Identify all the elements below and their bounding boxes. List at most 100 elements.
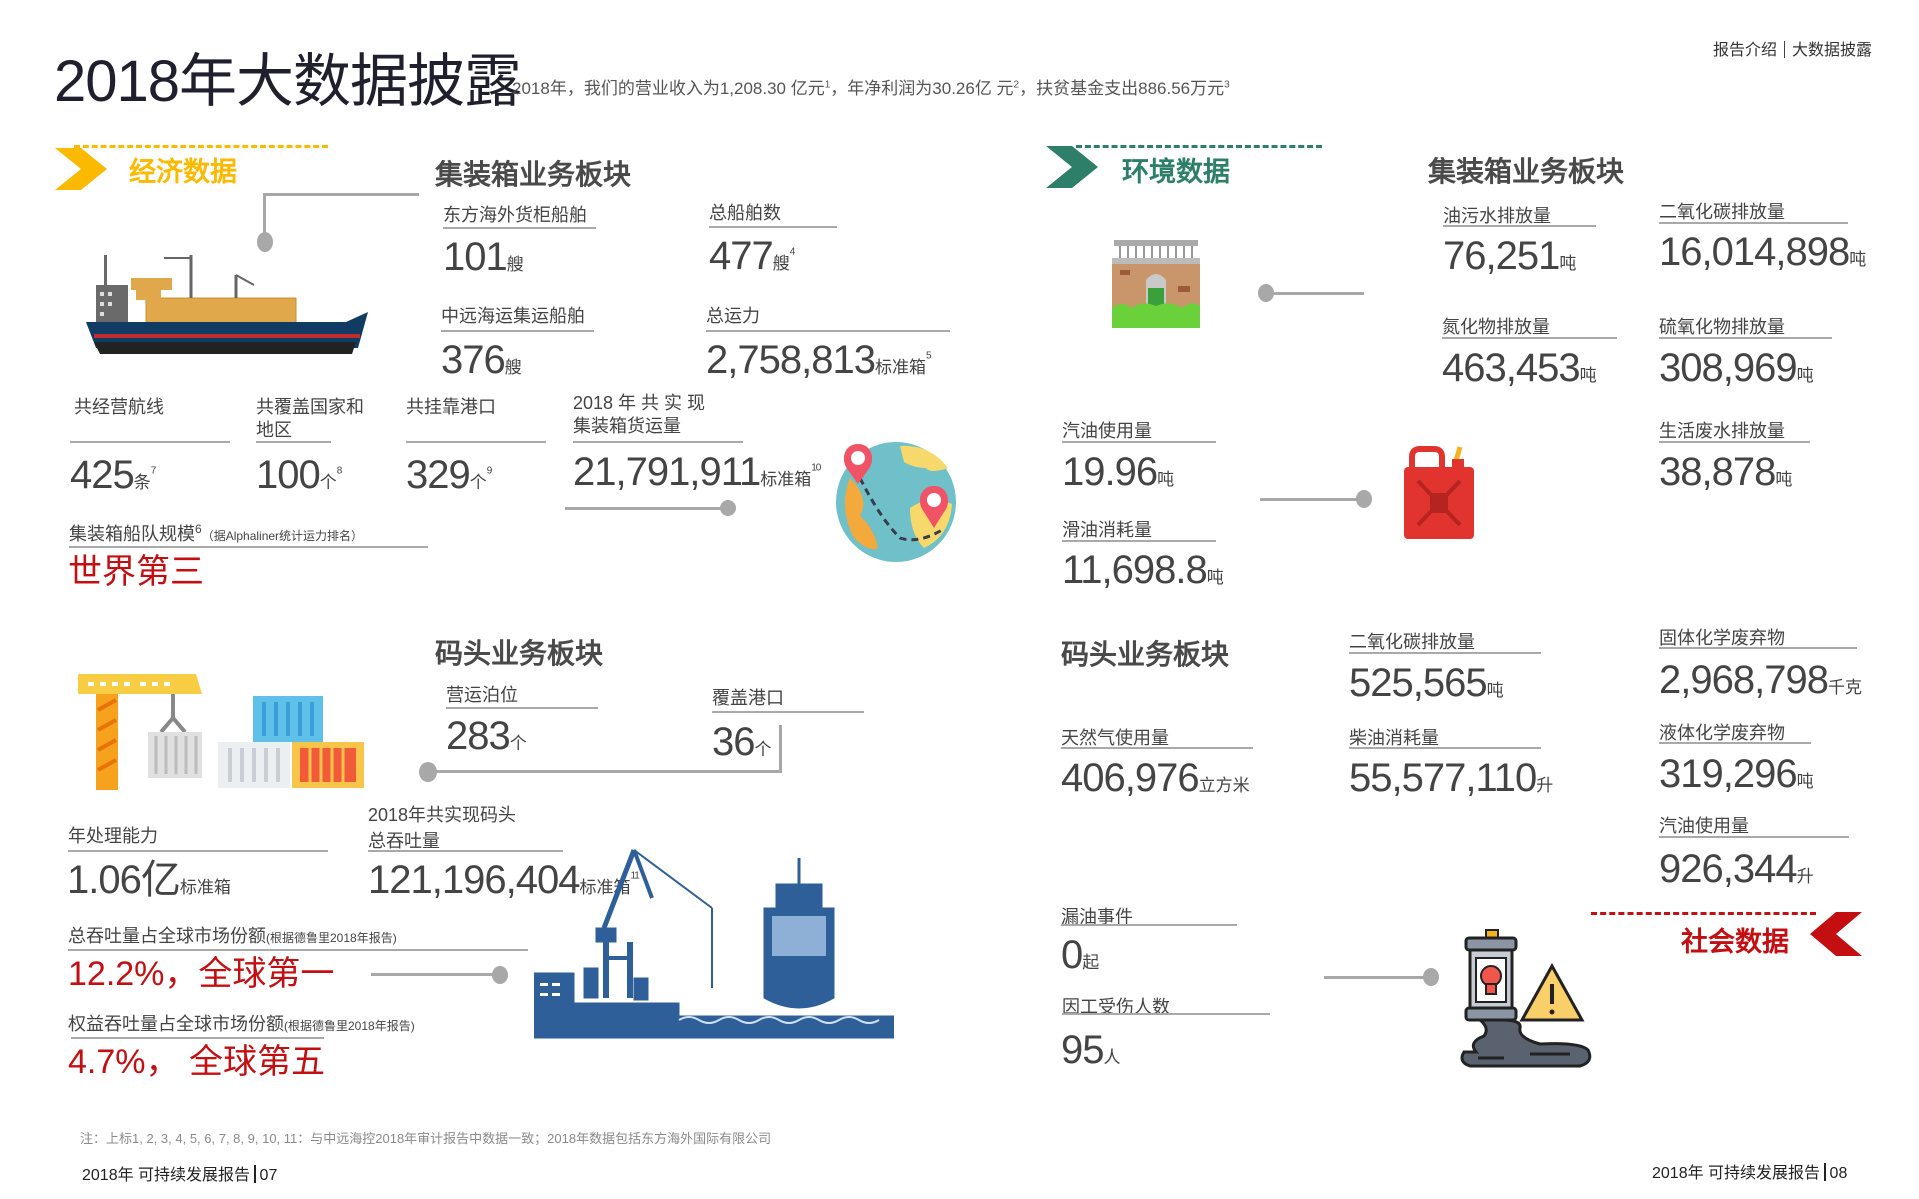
connector-dot: [419, 762, 437, 782]
connector-dot: [1423, 968, 1439, 986]
underline: [1659, 337, 1832, 339]
stat-value-co2-terminal: 525,565吨: [1349, 661, 1504, 705]
underline: [573, 441, 743, 443]
market-share-equity-value: 4.7%， 全球第五: [68, 1043, 325, 1081]
stat-label: 中远海运集运船舶: [441, 306, 585, 326]
stat-label: 覆盖港口: [712, 688, 784, 708]
underline: [68, 850, 328, 852]
container-segment-heading: 集装箱业务板块: [435, 159, 632, 190]
underline: [70, 441, 230, 443]
underline: [706, 330, 950, 332]
stat-label: 固体化学废弃物: [1659, 628, 1785, 648]
connector-line: [779, 725, 782, 773]
stat-value-container-volume: 21,791,911标准箱10: [573, 450, 821, 494]
section-divider: [1076, 145, 1322, 148]
port-crane-ship-icon: [534, 849, 894, 1039]
stat-value-coscon-vessels: 376艘: [441, 338, 522, 382]
stat-label: 二氧化碳排放量: [1659, 202, 1785, 222]
connector-line: [430, 770, 782, 773]
stat-label: 东方海外货柜船舶: [443, 205, 587, 225]
underline: [712, 711, 864, 713]
stat-value-berths: 283个: [446, 714, 527, 758]
connector-line: [1324, 976, 1428, 979]
breadcrumb-section[interactable]: 报告介绍: [1713, 42, 1778, 59]
stat-label: 油污水排放量: [1443, 206, 1551, 226]
underline: [1442, 337, 1617, 339]
stat-value-work-injuries: 95人: [1061, 1028, 1121, 1072]
page-title: 2018年大数据披露: [54, 49, 522, 114]
stat-label: 共经营航线: [74, 397, 164, 417]
underline: [1659, 836, 1849, 838]
connector-line: [1260, 498, 1360, 501]
breadcrumb-current[interactable]: 大数据披露: [1792, 42, 1873, 59]
globe-route-icon: [836, 442, 956, 562]
summary-poverty-fund: ，扶贫基金支出886.56万元: [1019, 79, 1225, 98]
underline: [368, 850, 563, 852]
underline: [1062, 441, 1216, 443]
underline: [406, 441, 546, 443]
footnote-ref: 1: [824, 79, 831, 91]
stat-value-total-capacity: 2,758,813标准箱5: [706, 338, 931, 382]
stat-value-natural-gas: 406,976立方米: [1061, 756, 1250, 800]
connector-line: [1266, 292, 1364, 295]
stat-label: 年处理能力: [68, 826, 158, 846]
section-divider: [1591, 912, 1816, 915]
underline: [1061, 747, 1253, 749]
connector-line: [264, 193, 419, 196]
page-number: 08: [1829, 1165, 1848, 1182]
fleet-rank-label: 集装箱船队规模6（据Alphaliner统计运力排名）: [69, 522, 364, 544]
section-tag-social: 社会数据: [1681, 927, 1789, 957]
underline: [441, 330, 594, 332]
underline: [1659, 742, 1811, 744]
stat-value-routes: 425条7: [70, 453, 156, 497]
stat-label: 2018年共实现码头总吞吐量: [368, 805, 517, 852]
chevron-left-icon: [1810, 912, 1862, 956]
market-share-total-value: 12.2%，全球第一: [68, 955, 335, 993]
stat-label: 共覆盖国家和地区: [256, 397, 364, 440]
connector-line: [565, 507, 725, 510]
stat-label: 汽油使用量: [1659, 816, 1749, 836]
underline: [256, 441, 331, 443]
section-divider: [74, 145, 328, 148]
underline: [1061, 924, 1237, 926]
stat-value-domestic-wastewater: 38,878吨: [1659, 450, 1793, 494]
stat-value-total-vessels: 477艘4: [709, 234, 795, 278]
fleet-rank-value: 世界第三: [68, 553, 204, 591]
stat-value-sox: 308,969吨: [1659, 346, 1814, 390]
underline: [1659, 647, 1857, 649]
stat-label: 硫氧化物排放量: [1659, 317, 1785, 337]
connector-dot: [257, 232, 273, 252]
underline: [709, 226, 837, 228]
stat-label: 氮化物排放量: [1442, 317, 1550, 337]
underline: [69, 546, 428, 548]
stat-label: 2018 年 共 实 现集装箱货运量: [573, 393, 706, 436]
stat-label: 滑油消耗量: [1062, 520, 1152, 540]
stat-value-covered-ports: 36个: [712, 720, 772, 764]
underline: [443, 227, 596, 229]
stat-label: 汽油使用量: [1062, 421, 1152, 441]
stat-value-solid-chem-waste: 2,968,798千克: [1659, 658, 1862, 702]
stat-label: 营运泊位: [446, 685, 518, 705]
chevron-right-icon: [55, 148, 107, 190]
chevron-right-icon: [1046, 146, 1098, 188]
sewage-pipe-icon: [1112, 240, 1200, 328]
stat-label: 总船舶数: [709, 203, 781, 223]
market-share-equity-label: 权益吞吐量占全球市场份额(根据德鲁里2018年报告): [68, 1014, 415, 1034]
underline: [1659, 222, 1848, 224]
stat-value-diesel: 55,577,110升: [1349, 756, 1554, 800]
footnote-ref: 2: [1013, 79, 1020, 91]
underline: [1659, 441, 1810, 443]
hazard-spill-icon: [1460, 929, 1592, 1068]
connector-dot: [492, 966, 508, 984]
stat-label: 天然气使用量: [1061, 728, 1169, 748]
underline: [1349, 747, 1541, 749]
connector-line: [263, 193, 266, 237]
footnote: 注：上标1, 2, 3, 4, 5, 6, 7, 8, 9, 10, 11：与中…: [80, 1131, 772, 1146]
stat-value-liquid-chem-waste: 319,296吨: [1659, 752, 1814, 796]
breadcrumb-divider: [1784, 41, 1786, 58]
connector-dot: [720, 500, 736, 516]
stat-label: 二氧化碳排放量: [1349, 632, 1475, 652]
stat-value-gasoline-terminal: 926,344升: [1659, 847, 1814, 891]
